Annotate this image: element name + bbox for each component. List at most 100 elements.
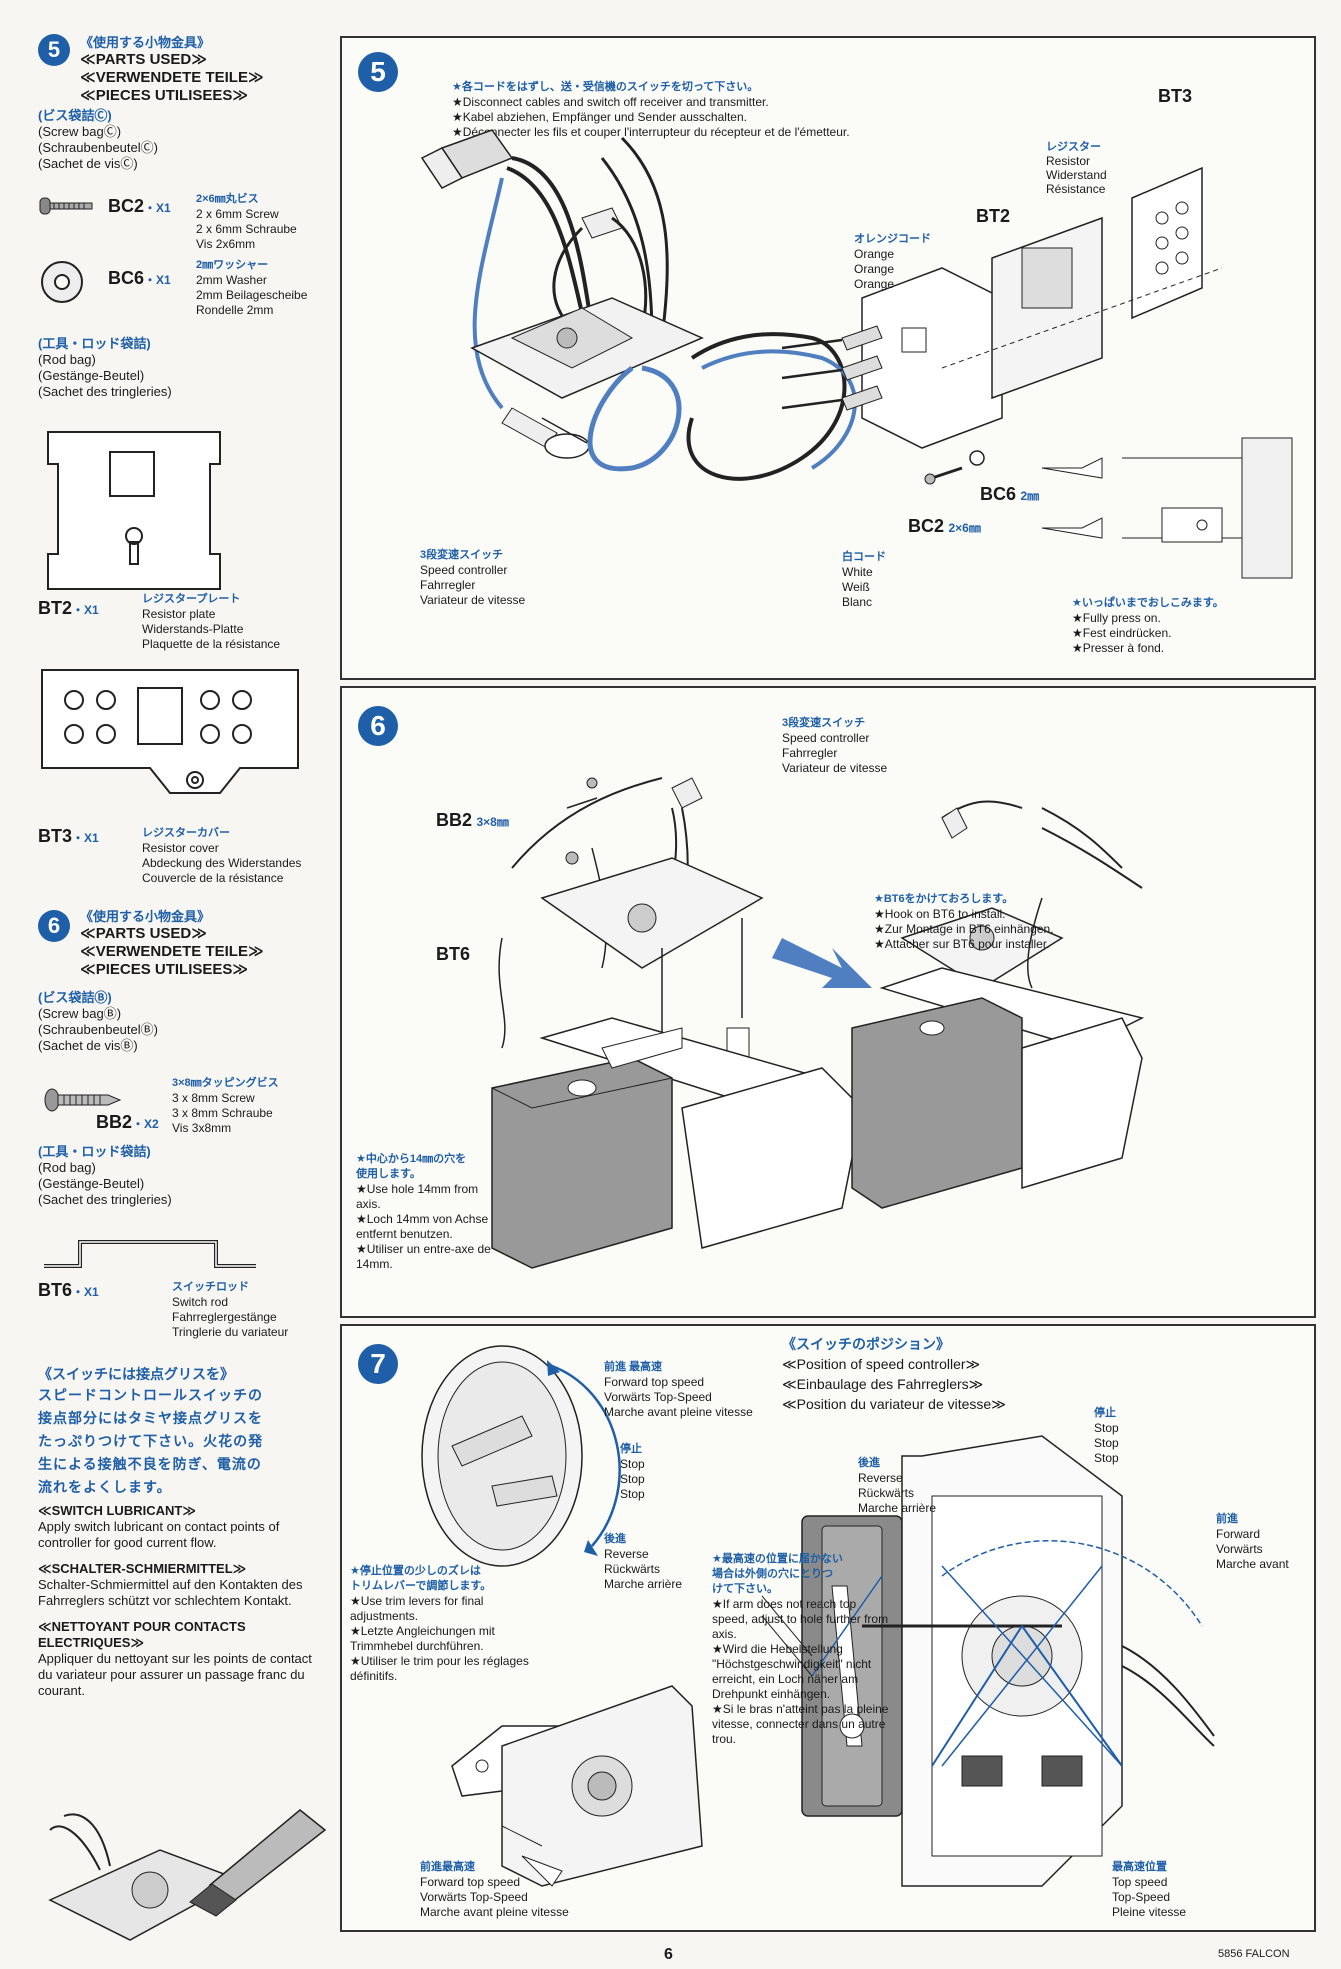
orange-cord-jp: オレンジコード	[854, 233, 931, 245]
step5-instr-en: ★Disconnect cables and switch off receiv…	[452, 95, 769, 109]
forward-top-jp: 前進 最高速	[604, 1361, 663, 1373]
bt3-label: BT3	[1158, 86, 1193, 106]
washer-icon	[41, 261, 83, 303]
arm-jp-2: 場合は外側の穴にとりつ	[712, 1568, 834, 1580]
stop-de: Stop	[620, 1472, 645, 1486]
hole-jp-2: 使用します。	[356, 1168, 421, 1180]
lubricant-en-title: ≪SWITCH LUBRICANT≫	[38, 1503, 196, 1518]
arm-fr: ★Si le bras n'atteint pas la pleine vite…	[712, 1702, 889, 1746]
lubricant-de-title: ≪SCHALTER-SCHMIERMITTEL≫	[38, 1561, 247, 1576]
trim-note: ★停止位置の少しのズレは トリムレバーで調節します。 ★Use trim lev…	[350, 1564, 540, 1684]
rod-bag-b-jp: (工具・ロッド袋詰)	[38, 1144, 151, 1159]
trim-fr: ★Utiliser le trim pour les réglages défi…	[350, 1654, 529, 1683]
rod-bag-jp: (工具・ロッド袋詰)	[38, 336, 151, 351]
bc6-en: 2mm Washer	[196, 273, 267, 287]
resistor-en: Resistor	[1046, 154, 1091, 168]
arm-jp-3: けて下さい。	[712, 1583, 778, 1595]
bt3-qty: ・X1	[72, 831, 99, 845]
hole-note: ★中心から14㎜の穴を 使用します。 ★Use hole 14mm from a…	[356, 1152, 506, 1272]
bc2-description: 2×6㎜丸ビス 2 x 6mm Screw 2 x 6mm Schraube V…	[196, 192, 297, 252]
bc6-de: 2mm Beilagescheibe	[196, 288, 308, 302]
bottom-forward-fr: Marche avant pleine vitesse	[420, 1905, 569, 1919]
hook-en: ★Hook on BT6 to install.	[874, 907, 1006, 921]
rod-bag-fr: (Sachet des tringleries)	[38, 384, 172, 399]
speed-controller-de: Fahrregler	[420, 578, 476, 592]
bc2-jp: 2×6㎜丸ビス	[196, 193, 259, 205]
bc2-code: BC2	[108, 196, 145, 216]
forward2-jp: 前進	[1216, 1513, 1238, 1525]
bt6-label: BT6	[436, 944, 471, 964]
arm-en: ★If arm does not reach top speed, adjust…	[712, 1597, 889, 1641]
step6-speed-controller-label: 3段変速スイッチ Speed controller Fahrregler Var…	[782, 716, 887, 776]
step6-screw-bag: (ビス袋詰Ⓑ) (Screw bagⒷ) (SchraubenbeutelⒷ) …	[38, 990, 158, 1054]
switch-lubricant-note: 《スイッチには接点グリスを》 スピードコントロールスイッチの 接点部分にはタミヤ…	[38, 1364, 318, 1699]
rod-bag-de: (Gestänge-Beutel)	[38, 368, 145, 383]
white-en: White	[842, 565, 873, 579]
stop-en: Stop	[620, 1457, 645, 1471]
screw-bag-b-de: (SchraubenbeutelⒷ)	[38, 1022, 158, 1037]
arm-de: ★Wird die Hebelstellung "Höchstgeschwind…	[712, 1642, 872, 1701]
forward2-de: Vorwärts	[1216, 1542, 1263, 1556]
bt3-de: Abdeckung des Widerstandes	[142, 856, 302, 870]
bt2-code: BT2	[38, 598, 73, 618]
hook-note: ★BT6をかけておろします。 ★Hook on BT6 to install. …	[874, 892, 1054, 952]
trim-jp-2: トリムレバーで調節します。	[350, 1580, 492, 1592]
bottom-forward-jp: 前進最高速	[420, 1861, 475, 1873]
step7-badge: 7	[358, 1344, 398, 1384]
step6-parts-jp-title: 《使用する小物金具》	[80, 909, 211, 924]
bt2-de: Widerstands-Platte	[142, 622, 244, 636]
rod-bag-b-de: (Gestänge-Beutel)	[38, 1176, 145, 1191]
top-speed-label: 最高速位置 Top speed Top-Speed Pleine vitesse	[1112, 1860, 1186, 1920]
lubricant-jp-line: 接点部分にはタミヤ接点グリスを	[38, 1410, 263, 1426]
lubricant-jp-title: 《スイッチには接点グリスを》	[38, 1366, 234, 1382]
press-note: ★いっぱいまでおしこみます。 ★Fully press on. ★Fest ei…	[1072, 596, 1224, 656]
trim-jp-1: ★停止位置の少しのズレは	[350, 1565, 481, 1577]
bt6-part: BT6・X1	[38, 1280, 99, 1301]
step6-parts-title-en: ≪PARTS USED≫	[80, 925, 207, 942]
bt2-en: Resistor plate	[142, 607, 216, 621]
switch-rod-drawing	[44, 1240, 256, 1268]
bc2-label-size: 2×6㎜	[948, 521, 981, 535]
screw-bag-jp: (ビス袋詰Ⓒ)	[38, 108, 112, 123]
reverse-en: Reverse	[604, 1547, 649, 1561]
reverse2-label: 後進 Reverse Rückwärts Marche arrière	[858, 1456, 936, 1516]
step6-parts-title-de: ≪VERWENDETE TEILE≫	[80, 943, 264, 960]
speed-controller-wiring-drawing	[420, 129, 1293, 579]
step5-parts-jp-title: 《使用する小物金具》	[80, 35, 211, 50]
top-speed-fr: Pleine vitesse	[1112, 1905, 1187, 1919]
bt3-part: BT3・X1	[38, 826, 99, 847]
lubricant-jp-body: スピードコントロールスイッチの 接点部分にはタミヤ接点グリスを たっぷりつけて下…	[38, 1384, 318, 1499]
step5-parts-title-fr: ≪PIECES UTILISEES≫	[80, 87, 249, 104]
bt2-fr: Plaquette de la résistance	[142, 637, 281, 651]
lubricant-en-body: Apply switch lubricant on contact points…	[38, 1519, 280, 1550]
switch-position-title: 《スイッチのポジション》 ≪Position of speed controll…	[782, 1334, 1006, 1414]
step6-panel: 6 3段変速スイッチ	[340, 686, 1316, 1318]
bc6-part: BC6・X1	[108, 268, 171, 289]
stop2-de: Stop	[1094, 1436, 1119, 1450]
resistor-fr: Résistance	[1046, 182, 1106, 196]
bb2-qty: ・X2	[132, 1117, 159, 1131]
model-code: 5856 FALCON	[1218, 1948, 1290, 1960]
press-en: ★Fully press on.	[1072, 611, 1161, 625]
forward-top-label: 前進 最高速 Forward top speed Vorwärts Top-Sp…	[604, 1360, 753, 1420]
screw-icon	[39, 197, 93, 215]
bt6-code: BT6	[38, 1280, 73, 1300]
resistor-label: レジスター Resistor Widerstand Résistance	[1046, 140, 1107, 196]
bc6-label-code: BC6	[980, 484, 1017, 504]
step5-instr-jp: ★各コードをはずし、送・受信機のスイッチを切って下さい。	[452, 81, 759, 93]
bt3-en: Resistor cover	[142, 841, 219, 855]
step6-speed-controller-en: Speed controller	[782, 731, 870, 745]
bc6-fr: Rondelle 2mm	[196, 303, 274, 317]
bt3-jp: レジスターカバー	[142, 827, 230, 839]
screw-bag-b-jp: (ビス袋詰Ⓑ)	[38, 990, 112, 1005]
step5-panel: 5 ★各コードをはずし、送・受信機のスイッチを切って下さい。 ★Disconne…	[340, 36, 1316, 680]
orange-de: Orange	[854, 262, 895, 276]
orange-en: Orange	[854, 247, 895, 261]
step6-rod-bag: (工具・ロッド袋詰) (Rod bag) (Gestänge-Beutel) (…	[38, 1144, 172, 1208]
page-number: 6	[664, 1946, 673, 1963]
lubricant-fr-body: Appliquer du nettoyant sur les points de…	[38, 1651, 312, 1698]
lubricant-jp-line: たっぷりつけて下さい。火花の発	[38, 1433, 264, 1449]
step5-parts-header: 《使用する小物金具》 ≪PARTS USED≫ ≪VERWENDETE TEIL…	[80, 32, 264, 105]
lubricant-jp-line: 流れをよくします。	[38, 1479, 172, 1495]
hook-fr: ★Attacher sur BT6 pour installer.	[874, 937, 1050, 951]
